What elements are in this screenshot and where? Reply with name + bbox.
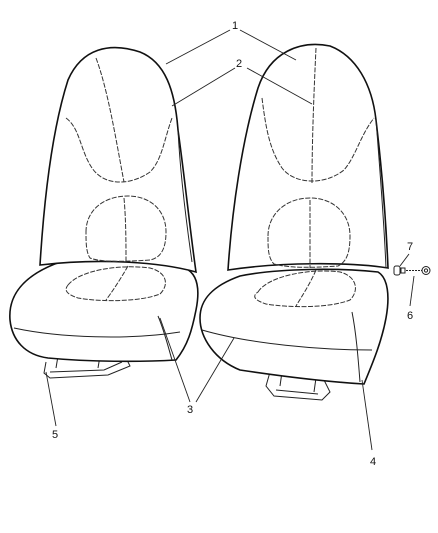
- right-seat-backrest: [227, 43, 389, 271]
- right-seat-cushion: [199, 268, 389, 385]
- callout-labels: 1 2 3 4 5 6 7: [52, 20, 413, 468]
- fastener-spacer: [400, 267, 406, 274]
- fastener-washer: [393, 265, 401, 276]
- callout-2: 2: [236, 58, 242, 70]
- left-seat-lumbar-panel: [85, 195, 167, 262]
- callout-5: 5: [52, 429, 58, 441]
- callout-1: 1: [232, 20, 238, 32]
- right-seat-track: [265, 371, 331, 401]
- right-seat-lumbar-panel: [267, 197, 351, 268]
- right-seat-cushion-insert: [254, 270, 356, 308]
- fastener-bolt-head: [421, 266, 431, 275]
- callout-3: 3: [187, 404, 193, 416]
- left-seat: [9, 46, 199, 379]
- callout-7: 7: [407, 241, 413, 253]
- seat-fastener: [393, 265, 431, 276]
- callout-4: 4: [370, 456, 376, 468]
- left-seat-track: [43, 355, 131, 379]
- left-seat-cushion-insert: [65, 266, 166, 302]
- callout-6: 6: [407, 310, 413, 322]
- leader-lines: [45, 29, 415, 451]
- right-seat: [199, 43, 389, 401]
- left-seat-backrest: [39, 46, 197, 274]
